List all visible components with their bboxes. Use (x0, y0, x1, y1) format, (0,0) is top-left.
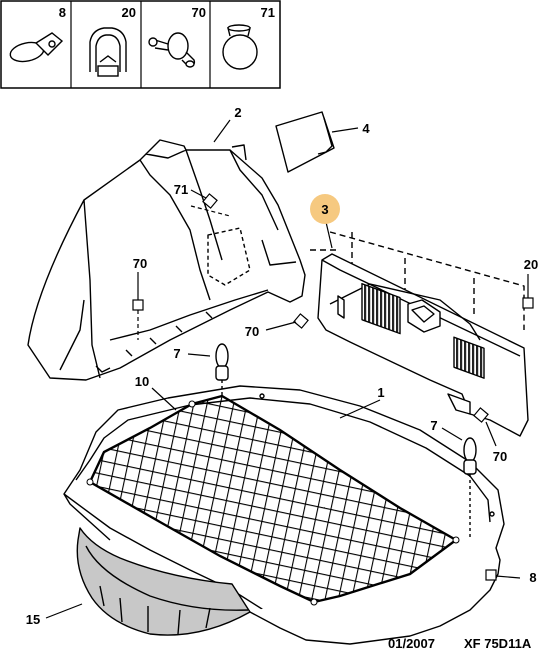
fastener-71-marker (202, 193, 218, 209)
spring-clip-icon (89, 27, 127, 77)
d-ring-bracket-icon (9, 32, 64, 63)
storage-tray (76, 527, 251, 636)
net-hook-right (463, 437, 477, 540)
callout-20[interactable]: 20 (524, 257, 538, 272)
legend-ref-8: 8 (59, 5, 66, 20)
callout-70-center[interactable]: 70 (245, 324, 259, 339)
callout-2[interactable]: 2 (234, 105, 241, 120)
highlight-circle (310, 194, 340, 224)
rear-trim-panel (310, 231, 529, 437)
callout-8[interactable]: 8 (529, 570, 536, 585)
callout-10[interactable]: 10 (135, 374, 149, 389)
callout-7-right[interactable]: 7 (430, 418, 437, 433)
diagram-date: 01/2007 (388, 636, 435, 651)
left-side-trim-panel (27, 139, 306, 381)
callout-3[interactable]: 3 (321, 202, 328, 217)
callout-70-left[interactable]: 70 (133, 256, 147, 271)
fastener-20-marker (522, 297, 534, 309)
callout-1[interactable]: 1 (377, 385, 384, 400)
callouts: 2 4 3 71 70 20 70 7 10 1 7 70 8 15 (26, 105, 538, 627)
fastener-8-marker (485, 569, 497, 581)
legend-ref-70: 70 (192, 5, 206, 20)
fastener-markers (132, 193, 534, 581)
fastener-70-left-marker (132, 299, 144, 311)
legend-ref-20: 20 (122, 5, 136, 20)
net-hook-left (215, 343, 229, 396)
round-head-fastener-icon (222, 24, 258, 70)
callout-71[interactable]: 71 (174, 182, 188, 197)
callout-4[interactable]: 4 (362, 121, 370, 136)
luggage-net (86, 394, 460, 606)
callout-7-left[interactable]: 7 (173, 346, 180, 361)
callout-70-right[interactable]: 70 (493, 449, 507, 464)
diagram-code: XF 75D11A (464, 636, 532, 651)
leader-lines (45, 119, 529, 619)
fastener-70-right-marker (473, 407, 489, 423)
fastener-70-center-marker (293, 313, 309, 329)
small-access-flap (275, 111, 335, 173)
legend-ref-71: 71 (261, 5, 275, 20)
push-rivet-icon (148, 32, 196, 68)
callout-15[interactable]: 15 (26, 612, 40, 627)
legend-table: 8 20 70 71 (0, 0, 281, 89)
